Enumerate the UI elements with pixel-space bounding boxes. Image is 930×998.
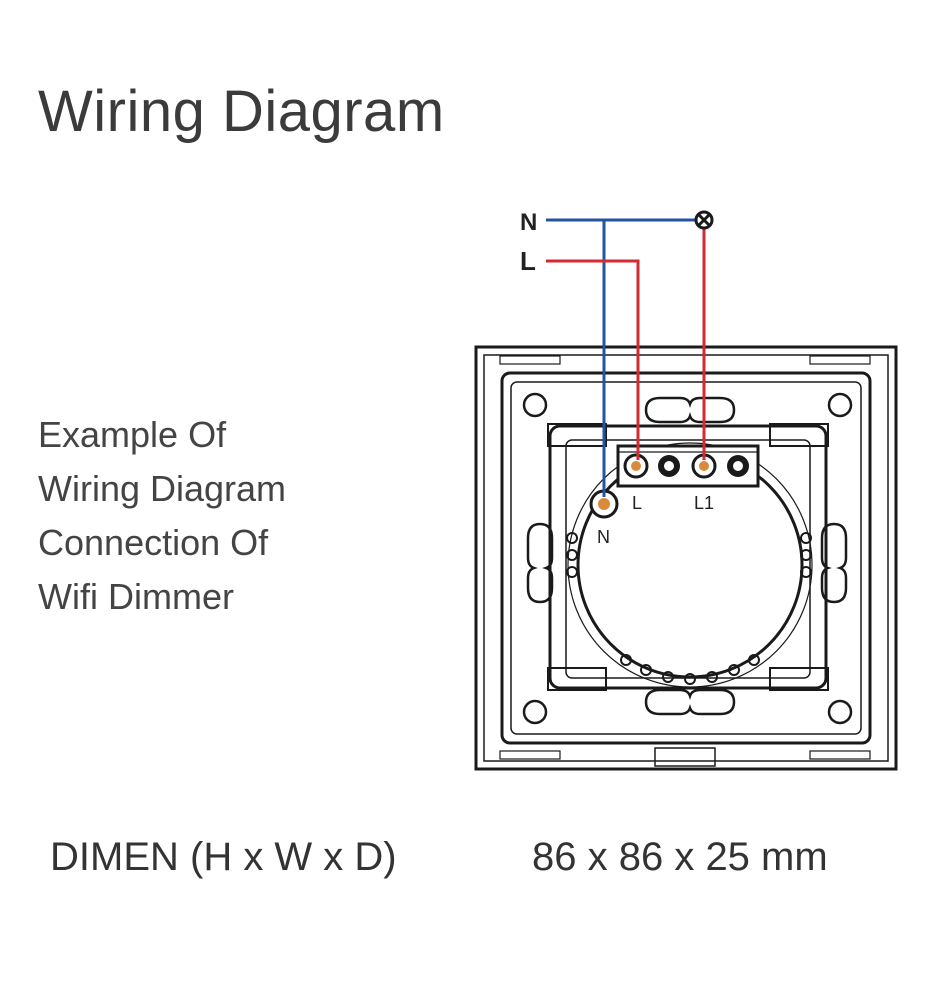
neutral-wire-label: N xyxy=(520,209,537,236)
description-line: Connection Of xyxy=(38,522,269,563)
terminal-l-label: L xyxy=(632,493,642,513)
page-title: Wiring Diagram xyxy=(38,79,445,144)
screw-hole xyxy=(522,392,548,418)
terminal-block xyxy=(589,444,760,519)
description-line: Wifi Dimmer xyxy=(38,576,234,617)
terminal-l1-label: L1 xyxy=(694,493,714,513)
dimension-value: 86 x 86 x 25 mm xyxy=(532,835,828,879)
description-line: Wiring Diagram xyxy=(38,468,287,509)
terminal-n-label: N xyxy=(597,527,610,547)
screw-hole xyxy=(827,699,853,725)
screw-holes xyxy=(522,392,853,725)
live-wire xyxy=(546,259,640,460)
live-wire-label: L xyxy=(520,246,536,276)
wires xyxy=(546,218,706,497)
lamp-icon xyxy=(694,210,714,230)
switch-frame xyxy=(474,345,898,771)
screw-hole xyxy=(827,392,853,418)
description: Example Of Wiring Diagram Connection Of … xyxy=(38,408,286,624)
description-line: Example Of xyxy=(38,414,227,455)
dimension-label: DIMEN (H x W x D) xyxy=(50,835,397,879)
screw-hole xyxy=(522,699,548,725)
